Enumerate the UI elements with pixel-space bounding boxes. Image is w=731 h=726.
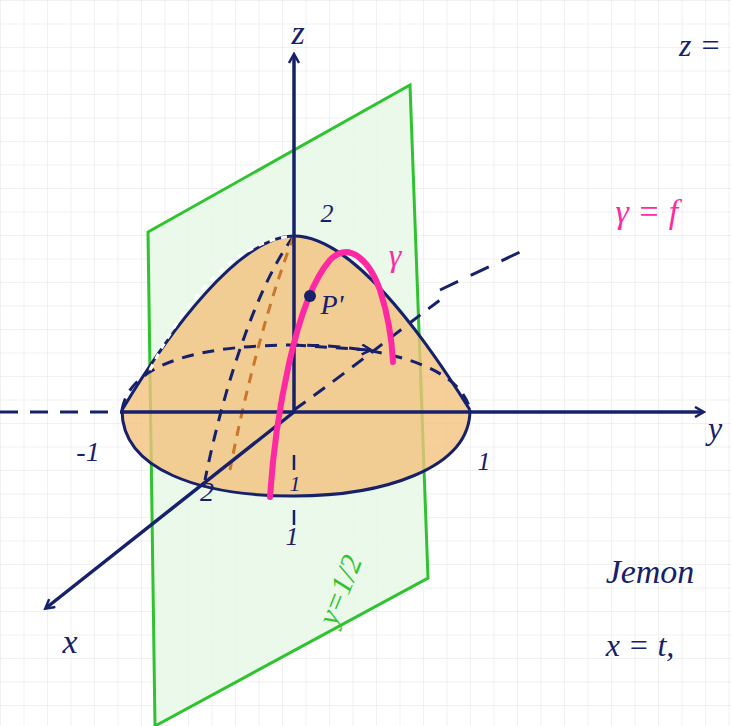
value-label: 2 — [321, 201, 334, 227]
note-text: γ = f⃗ — [615, 195, 704, 229]
axis-label: x — [62, 625, 77, 659]
point-label: P' — [320, 291, 343, 319]
axis-label: y — [708, 412, 722, 444]
curve-label: γ — [389, 239, 402, 271]
note-text: x = t, — [606, 629, 675, 661]
note-text: z = — [679, 29, 721, 61]
note-text: Jemon — [606, 555, 695, 589]
tick-label: 1 — [478, 449, 491, 475]
tick-label: 2 — [200, 478, 214, 506]
tick-label: 1 — [290, 473, 301, 495]
axis-label: z — [291, 16, 304, 50]
tick-label: 1 — [286, 524, 299, 550]
tick-label: -1 — [76, 438, 99, 466]
